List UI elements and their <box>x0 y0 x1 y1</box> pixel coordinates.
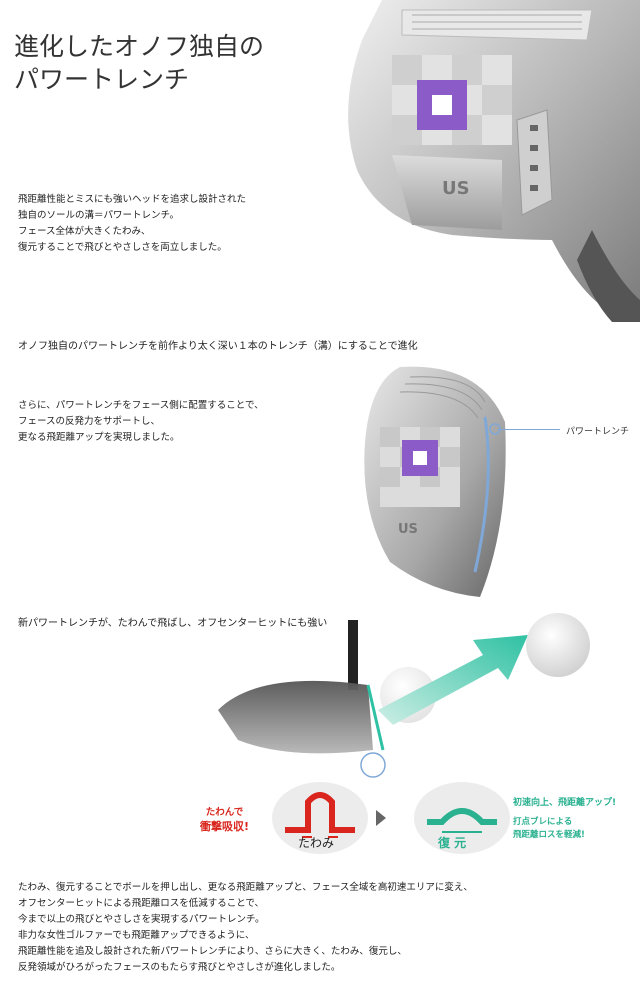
flex-icon <box>270 780 370 856</box>
absorb-line: 衝撃吸収! <box>200 820 250 833</box>
absorb-text: たわんで 衝撃吸収! <box>200 806 249 834</box>
closing-line: たわみ、復元することでボールを押し出し、更なる飛距離アップと、フェース全域を高初… <box>18 882 473 893</box>
trench-paragraph: さらに、パワートレンチをフェース側に配置することで、 フェースの反発力をサポート… <box>18 398 264 446</box>
intro-line: 復元することで飛びとやさしさを両立しました。 <box>18 242 227 253</box>
absorb-line: たわんで <box>205 807 244 818</box>
flex-label: たわみ <box>298 836 335 850</box>
intro-line: フェース全体が大きくたわみ、 <box>18 226 151 237</box>
club-head-sole-image: US <box>342 0 640 322</box>
trench-line: さらに、パワートレンチをフェース側に配置することで、 <box>18 400 264 411</box>
offcenter-line: 飛距離ロスを軽減! <box>513 830 585 840</box>
trench-line: 更なる飛距離アップを実現しました。 <box>18 432 180 443</box>
club-head-trench-image: US <box>360 362 510 602</box>
page-title: 進化したオノフ独自の パワートレンチ <box>14 30 264 96</box>
sole-mark: US <box>442 178 470 199</box>
arrow-right-icon <box>376 810 386 826</box>
offcenter-line: 打点ブレによる <box>513 817 573 827</box>
closing-line: 非力な女性ゴルファーでも飛距離アップできるように、 <box>18 930 255 941</box>
closing-line: 反発領域がひろがったフェースのもたらす飛びとやさしさが進化しました。 <box>18 962 341 973</box>
restore-label: 復 元 <box>438 836 467 850</box>
callout-line <box>498 429 560 430</box>
closing-line: オフセンターヒットによる飛距離ロスを低減することで、 <box>18 898 265 909</box>
intro-line: 飛距離性能とミスにも強いヘッドを追求し設計された <box>18 194 247 205</box>
closing-paragraph: たわみ、復元することでボールを押し出し、更なる飛距離アップと、フェース全域を高初… <box>18 880 473 976</box>
section-heading-flex: 新パワートレンチが、たわんで飛ばし、オフセンターヒットにも強い <box>18 618 328 629</box>
title-line: パワートレンチ <box>14 65 190 94</box>
closing-line: 今まで以上の飛びとやさしさを実現するパワートレンチ。 <box>18 914 265 925</box>
offcenter-text: 打点ブレによる 飛距離ロスを軽減! <box>513 816 585 842</box>
sole-mark: US <box>398 522 418 537</box>
title-line: 進化したオノフ独自の <box>14 32 265 61</box>
closing-line: 飛距離性能を追及し設計された新パワートレンチにより、さらに大きく、たわみ、復元し… <box>18 946 407 957</box>
section-heading-evolution: オノフ独自のパワートレンチを前作より太く深い１本のトレンチ（溝）にすることで進化 <box>18 341 418 352</box>
impact-diagram <box>218 600 640 780</box>
intro-paragraph: 飛距離性能とミスにも強いヘッドを追求し設計された 独自のソールの溝＝パワートレン… <box>18 192 246 256</box>
gain-text: 初速向上、飛距離アップ! <box>513 798 617 808</box>
restore-icon <box>412 780 512 856</box>
intro-line: 独自のソールの溝＝パワートレンチ。 <box>18 210 180 221</box>
trench-callout-label: パワートレンチ <box>566 427 630 437</box>
trench-line: フェースの反発力をサポートし、 <box>18 416 161 427</box>
